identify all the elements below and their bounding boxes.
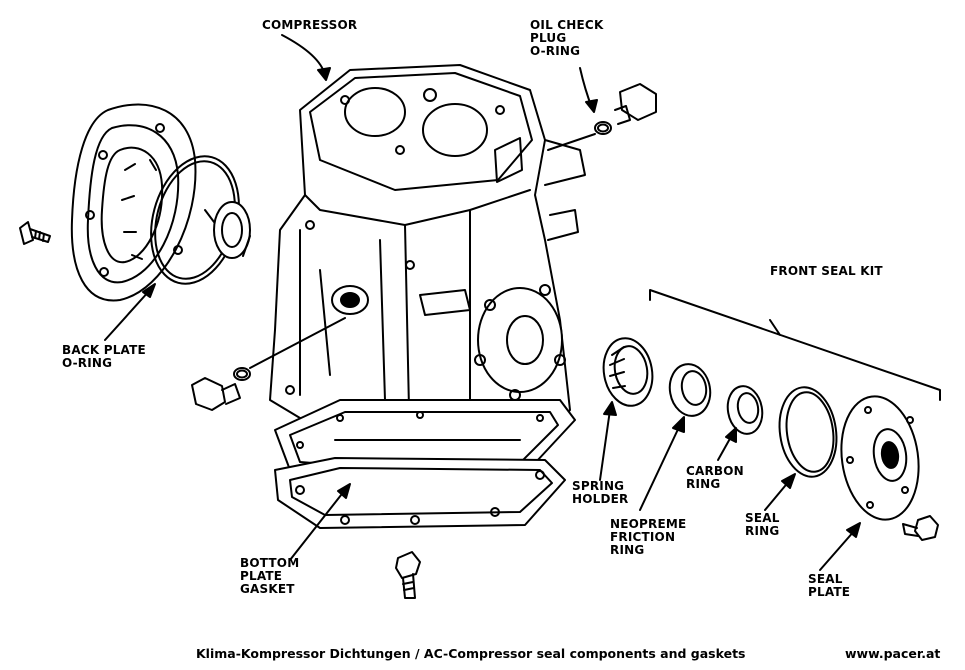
carbon-ring <box>724 383 766 436</box>
label-line: OIL CHECK <box>530 18 604 32</box>
label-line: PLATE <box>240 569 283 583</box>
label-line: RING <box>610 543 645 557</box>
label-back-plate-o-ring: BACK PLATE O-RING <box>62 344 146 370</box>
label-line: PLUG <box>530 31 567 45</box>
oil-check-plug <box>548 84 656 150</box>
label-line: PLATE <box>808 585 851 599</box>
label-line: O-RING <box>530 44 581 58</box>
label-line: RING <box>686 477 721 491</box>
leader-lines <box>105 35 860 570</box>
label-spring-holder: SPRING HOLDER <box>572 480 629 506</box>
compressor-body <box>270 65 585 470</box>
label-bottom-plate-gasket: BOTTOM PLATE GASKET <box>240 557 299 596</box>
label-line: BACK PLATE <box>62 343 146 357</box>
label-seal-ring: SEAL RING <box>745 512 780 538</box>
seal-plate-screw <box>903 516 938 540</box>
label-line: GASKET <box>240 582 295 596</box>
label-compressor: COMPRESSOR <box>262 19 357 32</box>
label-line: NEOPREME <box>610 517 687 531</box>
neoprene-friction-ring <box>666 361 714 419</box>
label-line: CARBON <box>686 464 744 478</box>
label-line: O-RING <box>62 356 113 370</box>
label-front-seal-kit: FRONT SEAL KIT <box>770 265 883 278</box>
label-line: RING <box>745 524 780 538</box>
spring-holder <box>598 334 657 409</box>
caption-site: www.pacer.at <box>845 646 941 661</box>
label-line: SEAL <box>745 511 780 525</box>
bottom-screw <box>396 552 420 598</box>
label-compressor-text: COMPRESSOR <box>262 18 358 32</box>
label-line: SPRING <box>572 479 625 493</box>
seal-ring <box>774 384 842 481</box>
front-seal-kit-bracket <box>650 290 940 400</box>
label-oil-check-plug-o-ring: OIL CHECK PLUG O-RING <box>530 19 603 58</box>
bearing <box>205 202 250 258</box>
back-screw <box>20 222 50 244</box>
label-line: FRICTION <box>610 530 676 544</box>
bottom-plate <box>275 458 565 528</box>
label-neoprene-friction-ring: NEOPREME FRICTION RING <box>610 518 686 557</box>
caption-title: Klima-Kompressor Dichtungen / AC-Compres… <box>196 646 746 661</box>
label-front-seal-kit-text: FRONT SEAL KIT <box>770 264 883 278</box>
label-line: SEAL <box>808 572 843 586</box>
seal-plate <box>834 391 927 524</box>
back-plate <box>72 104 196 300</box>
label-line: BOTTOM <box>240 556 300 570</box>
drain-plug <box>192 318 345 410</box>
label-carbon-ring: CARBON RING <box>686 465 744 491</box>
label-line: HOLDER <box>572 492 629 506</box>
label-seal-plate: SEAL PLATE <box>808 573 850 599</box>
